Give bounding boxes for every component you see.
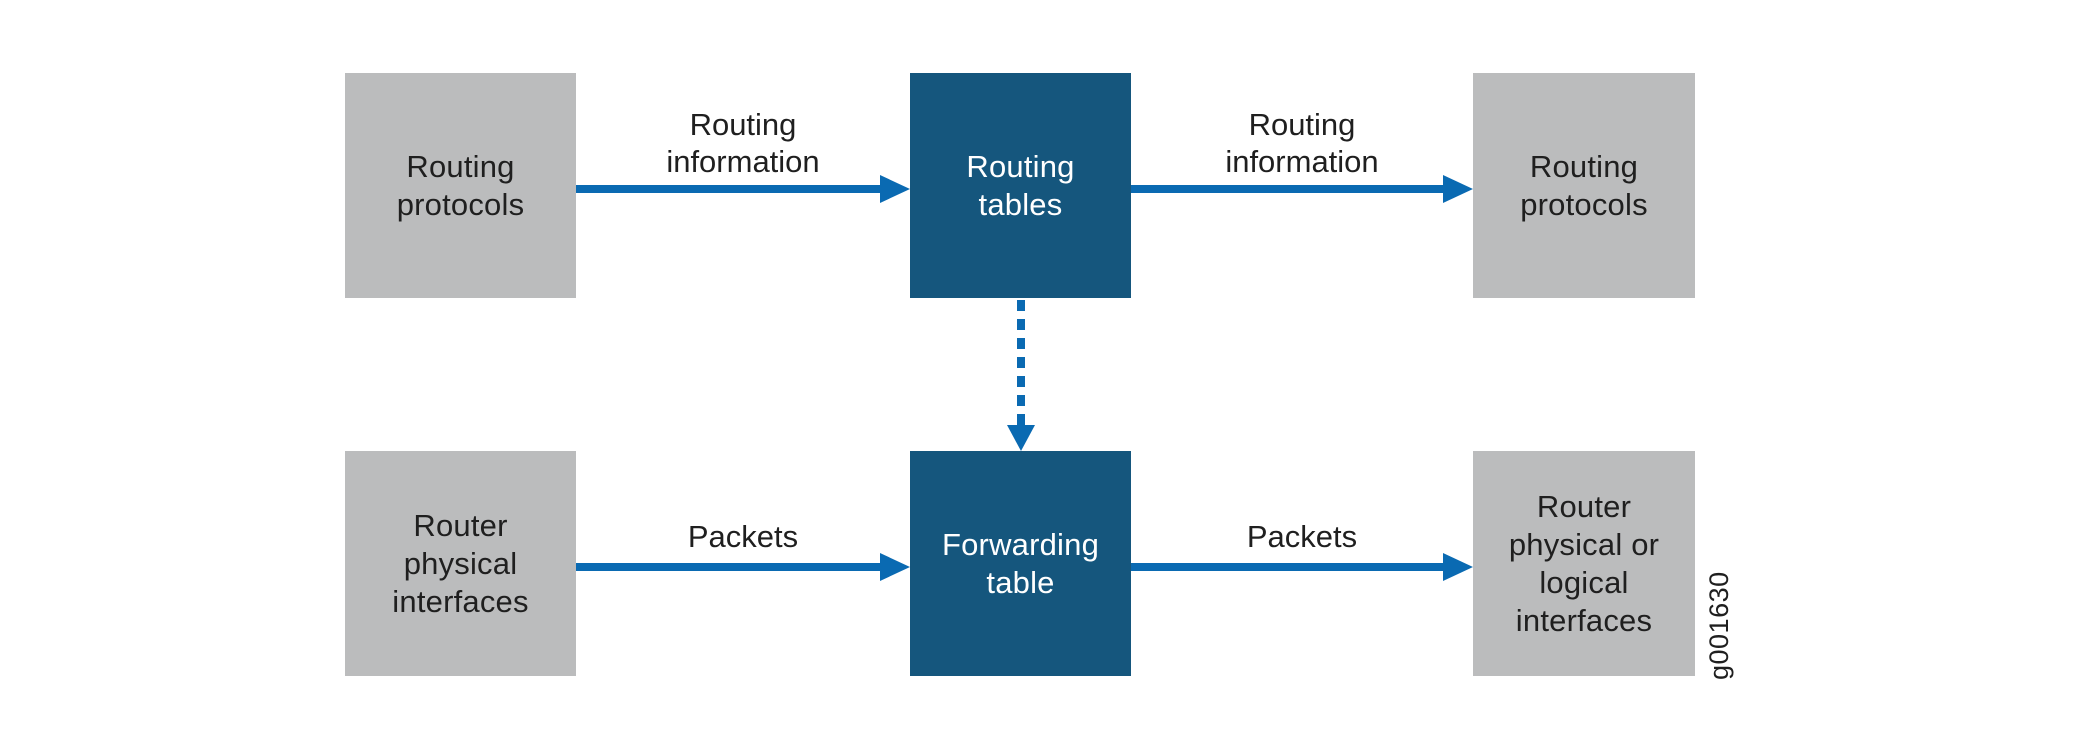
edge-label-routing-information-right: Routing information — [1225, 107, 1379, 179]
arrow-packets-left — [576, 563, 882, 571]
edge-label-routing-information-left: Routing information — [666, 107, 820, 179]
arrowhead-right-icon — [880, 553, 910, 581]
edge-label-packets-left: Packets — [687, 519, 799, 554]
node-routing-tables-label: Routing tables — [966, 148, 1075, 222]
node-router-physical-or-logical-interfaces: Router physical or logical interfaces — [1473, 451, 1695, 676]
node-router-physical-interfaces-label: Router physical interfaces — [392, 507, 529, 619]
arrow-routing-tables-to-forwarding-table — [1017, 300, 1025, 427]
arrowhead-right-icon — [1443, 175, 1473, 203]
node-routing-protocols-right-label: Routing protocols — [1520, 148, 1648, 222]
arrowhead-down-icon — [1007, 425, 1035, 451]
node-routing-protocols-right: Routing protocols — [1473, 73, 1695, 298]
node-router-physical-or-logical-interfaces-label: Router physical or logical interfaces — [1508, 488, 1660, 638]
arrow-routing-information-left — [576, 185, 882, 193]
node-routing-tables: Routing tables — [910, 73, 1131, 298]
node-forwarding-table: Forwarding table — [910, 451, 1131, 676]
node-routing-protocols-left: Routing protocols — [345, 73, 576, 298]
arrowhead-right-icon — [880, 175, 910, 203]
node-routing-protocols-left-label: Routing protocols — [396, 148, 525, 222]
arrowhead-right-icon — [1443, 553, 1473, 581]
arrow-packets-right — [1131, 563, 1445, 571]
edge-label-packets-right: Packets — [1246, 519, 1358, 554]
arrow-routing-information-right — [1131, 185, 1445, 193]
figure-id-watermark: g001630 — [1704, 571, 1734, 680]
node-router-physical-interfaces: Router physical interfaces — [345, 451, 576, 676]
node-forwarding-table-label: Forwarding table — [941, 526, 1100, 600]
